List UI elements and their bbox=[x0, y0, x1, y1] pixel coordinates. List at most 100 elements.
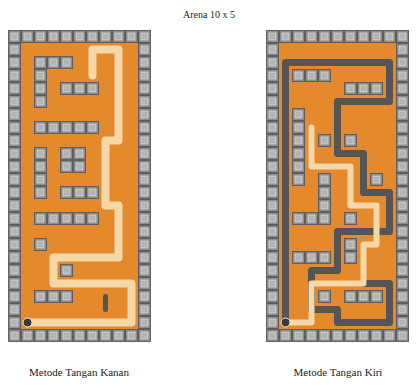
wall-block bbox=[22, 31, 34, 43]
wall-block-face bbox=[141, 137, 148, 144]
wall-block bbox=[371, 291, 383, 303]
wall-block bbox=[139, 213, 151, 225]
wall-block bbox=[267, 70, 279, 82]
wall-block-face bbox=[399, 72, 406, 79]
wall-block-face bbox=[37, 215, 44, 222]
wall-block-face bbox=[89, 85, 96, 92]
wall-block-face bbox=[360, 293, 367, 300]
wall-block bbox=[293, 174, 305, 186]
wall-block bbox=[358, 31, 370, 43]
wall-block bbox=[48, 213, 60, 225]
wall-block-face bbox=[347, 137, 354, 144]
wall-block bbox=[280, 330, 292, 342]
wall-block-face bbox=[399, 137, 406, 144]
wall-block bbox=[9, 278, 21, 290]
wall-block bbox=[306, 31, 318, 43]
wall-block-face bbox=[282, 33, 289, 40]
wall-block bbox=[35, 57, 47, 69]
wall-block-face bbox=[63, 150, 70, 157]
wall-block-face bbox=[269, 332, 276, 339]
wall-block-face bbox=[269, 254, 276, 261]
wall-block bbox=[306, 330, 318, 342]
wall-block-face bbox=[11, 111, 18, 118]
wall-block-face bbox=[295, 137, 302, 144]
wall-block-face bbox=[399, 202, 406, 209]
wall-block-face bbox=[347, 215, 354, 222]
wall-block bbox=[61, 122, 73, 134]
wall-block bbox=[100, 31, 112, 43]
wall-block bbox=[9, 291, 21, 303]
wall-block bbox=[371, 83, 383, 95]
wall-block-face bbox=[269, 176, 276, 183]
wall-block bbox=[9, 122, 21, 134]
wall-block-face bbox=[386, 332, 393, 339]
wall-block-face bbox=[269, 280, 276, 287]
wall-block-face bbox=[399, 176, 406, 183]
wall-block-face bbox=[269, 72, 276, 79]
wall-block bbox=[397, 226, 409, 238]
wall-block-face bbox=[141, 189, 148, 196]
wall-block-face bbox=[37, 98, 44, 105]
wall-block bbox=[35, 122, 47, 134]
wall-block bbox=[9, 187, 21, 199]
wall-block bbox=[358, 330, 370, 342]
wall-block-face bbox=[63, 215, 70, 222]
wall-block-face bbox=[11, 176, 18, 183]
wall-block bbox=[74, 148, 86, 160]
wall-block bbox=[397, 174, 409, 186]
wall-block bbox=[293, 70, 305, 82]
wall-block bbox=[139, 109, 151, 121]
wall-block-face bbox=[11, 85, 18, 92]
wall-block-face bbox=[11, 98, 18, 105]
wall-block-face bbox=[11, 332, 18, 339]
robot-icon bbox=[281, 318, 290, 327]
wall-block-face bbox=[360, 33, 367, 40]
wall-block-face bbox=[269, 202, 276, 209]
wall-block bbox=[139, 96, 151, 108]
wall-block bbox=[293, 252, 305, 264]
robot-path bbox=[286, 128, 377, 323]
wall-block bbox=[139, 174, 151, 186]
wall-block-face bbox=[308, 215, 315, 222]
figure-title: Arena 10 x 5 bbox=[183, 9, 235, 20]
wall-block bbox=[371, 330, 383, 342]
wall-block bbox=[267, 96, 279, 108]
wall-block bbox=[306, 213, 318, 225]
wall-block-face bbox=[399, 241, 406, 248]
wall-block-face bbox=[37, 241, 44, 248]
wall-block bbox=[139, 83, 151, 95]
wall-block bbox=[267, 213, 279, 225]
wall-block-face bbox=[399, 189, 406, 196]
wall-block-face bbox=[141, 85, 148, 92]
wall-block bbox=[61, 213, 73, 225]
wall-block-face bbox=[269, 163, 276, 170]
wall-block-face bbox=[321, 202, 328, 209]
wall-block bbox=[9, 226, 21, 238]
wall-block bbox=[87, 187, 99, 199]
wall-block bbox=[9, 70, 21, 82]
wall-block bbox=[35, 31, 47, 43]
wall-block bbox=[139, 317, 151, 329]
wall-block-face bbox=[321, 137, 328, 144]
wall-block-face bbox=[37, 332, 44, 339]
wall-block-face bbox=[11, 241, 18, 248]
wall-block bbox=[139, 161, 151, 173]
wall-block-face bbox=[76, 85, 83, 92]
robot-path bbox=[28, 50, 132, 323]
wall-block-face bbox=[321, 332, 328, 339]
wall-block bbox=[267, 161, 279, 173]
wall-block-face bbox=[89, 189, 96, 196]
wall-block-face bbox=[89, 215, 96, 222]
wall-block-face bbox=[63, 163, 70, 170]
wall-block-face bbox=[295, 72, 302, 79]
wall-block bbox=[267, 265, 279, 277]
wall-block bbox=[397, 70, 409, 82]
wall-block-face bbox=[11, 215, 18, 222]
wall-block-face bbox=[295, 176, 302, 183]
wall-block-face bbox=[399, 254, 406, 261]
wall-block bbox=[267, 330, 279, 342]
wall-block bbox=[267, 135, 279, 147]
wall-block bbox=[397, 148, 409, 160]
wall-block bbox=[139, 70, 151, 82]
wall-block-face bbox=[321, 215, 328, 222]
